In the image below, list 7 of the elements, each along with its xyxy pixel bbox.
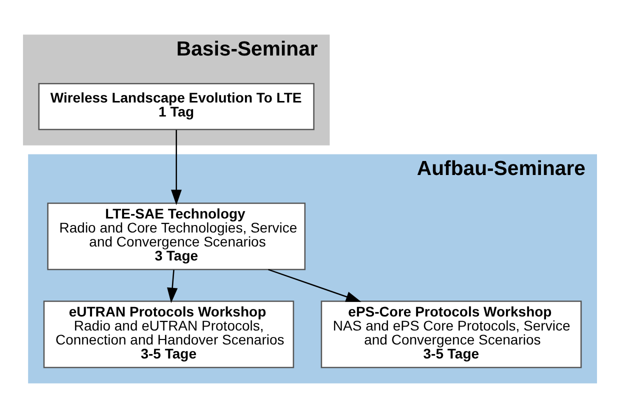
node-box: eUTRAN Protocols Workshop Radio and eUTRAN Protocols, Connection and Handover Scenarios 3-5 Tage — [43, 300, 294, 368]
node-box: LTE-SAE Technology Radio and Core Technologies, Service and Convergence Scenarios 3 Tage — [47, 202, 306, 270]
arrow — [167, 269, 178, 303]
node-box: Wireless Landscape Evolution To LTE 1 Tag — [38, 82, 314, 130]
node-box: ePS-Core Protocols Workshop NAS and ePS Core Protocols, Service and Convergence Scenarios 3-5 Tage — [320, 300, 582, 368]
arrow — [171, 130, 182, 205]
arrow — [268, 268, 362, 302]
